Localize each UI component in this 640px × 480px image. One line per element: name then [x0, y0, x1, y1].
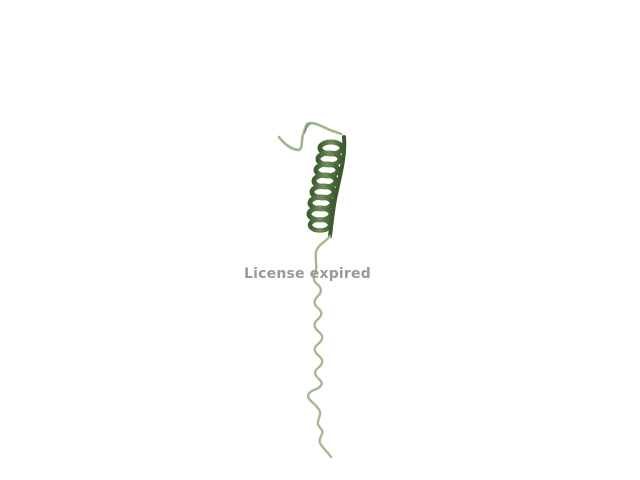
- n-terminal-coil-shadow: [304, 123, 311, 133]
- c-terminal-coil: [306, 234, 333, 459]
- alpha-helix: [306, 139, 345, 233]
- n-terminal-coil: [277, 121, 343, 152]
- license-watermark: License expired: [244, 266, 371, 282]
